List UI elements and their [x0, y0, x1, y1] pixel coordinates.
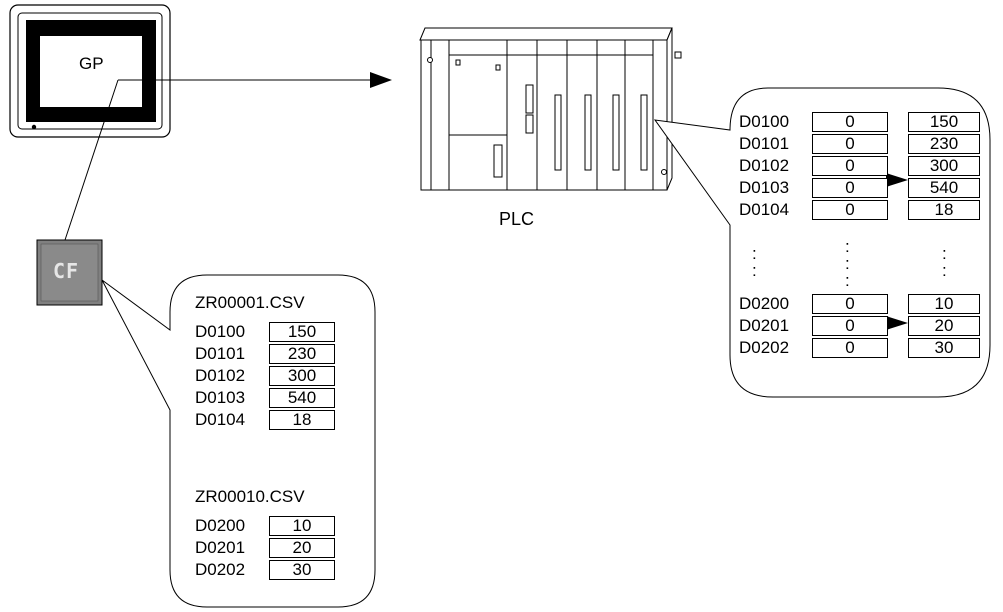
plc-callout-bubble — [653, 87, 991, 398]
register-before-cell: 0 — [812, 134, 888, 154]
register-address: D0104 — [739, 200, 790, 219]
register-after-cell: 300 — [908, 156, 980, 176]
register-address: D0201 — [195, 538, 246, 557]
register-address: D0104 — [195, 410, 246, 429]
register-address: D0103 — [195, 388, 246, 407]
register-after-cell: 30 — [908, 338, 980, 358]
register-value-cell: 150 — [269, 322, 335, 342]
register-address: D0101 — [195, 344, 246, 363]
register-after-cell: 20 — [908, 316, 980, 336]
register-address: D0101 — [739, 134, 790, 153]
memory-ellipsis: : — [845, 254, 850, 273]
gp-to-cf-line — [64, 79, 119, 241]
register-value-cell: 18 — [269, 410, 335, 430]
register-value-cell: 230 — [269, 344, 335, 364]
cf-card-label: CF — [53, 259, 80, 283]
register-after-cell: 540 — [908, 178, 980, 198]
cf-card — [36, 239, 103, 306]
gp-display — [9, 4, 171, 138]
register-before-cell: 0 — [812, 112, 888, 132]
register-value-cell: 30 — [269, 560, 335, 580]
register-after-cell: 150 — [908, 112, 980, 132]
register-before-cell: 0 — [812, 316, 888, 336]
register-before-cell: 0 — [812, 200, 888, 220]
register-before-cell: 0 — [812, 178, 888, 198]
register-value-cell: 20 — [269, 538, 335, 558]
memory-ellipsis: : — [942, 261, 947, 280]
register-address: D0102 — [739, 156, 790, 175]
register-value-cell: 540 — [269, 388, 335, 408]
register-address: D0200 — [739, 294, 790, 313]
plc-rack — [419, 27, 682, 191]
register-value-cell: 10 — [269, 516, 335, 536]
register-after-cell: 18 — [908, 200, 980, 220]
memory-ellipsis: : — [942, 244, 947, 263]
cf-file-name: ZR00001.CSV — [195, 293, 305, 312]
gp-label: GP — [79, 54, 104, 73]
plc-label: PLC — [499, 209, 535, 229]
memory-transfer-arrowhead-2 — [886, 316, 908, 330]
memory-ellipsis: : — [845, 237, 850, 256]
memory-ellipsis: : — [752, 244, 757, 263]
cf-file-name: ZR00010.CSV — [195, 487, 305, 506]
register-address: D0201 — [739, 316, 790, 335]
register-after-cell: 10 — [908, 294, 980, 314]
register-after-cell: 230 — [908, 134, 980, 154]
register-address: D0102 — [195, 366, 246, 385]
gp-to-plc-arrowhead — [370, 72, 392, 88]
register-address: D0200 — [195, 516, 246, 535]
register-address: D0202 — [195, 560, 246, 579]
register-address: D0100 — [739, 112, 790, 131]
register-address: D0100 — [195, 322, 246, 341]
memory-transfer-arrowhead-1 — [886, 173, 908, 187]
register-before-cell: 0 — [812, 156, 888, 176]
register-address: D0202 — [739, 338, 790, 357]
register-before-cell: 0 — [812, 338, 888, 358]
register-address: D0103 — [739, 178, 790, 197]
memory-ellipsis: : — [752, 261, 757, 280]
memory-ellipsis: : — [845, 271, 850, 290]
register-value-cell: 300 — [269, 366, 335, 386]
register-before-cell: 0 — [812, 294, 888, 314]
